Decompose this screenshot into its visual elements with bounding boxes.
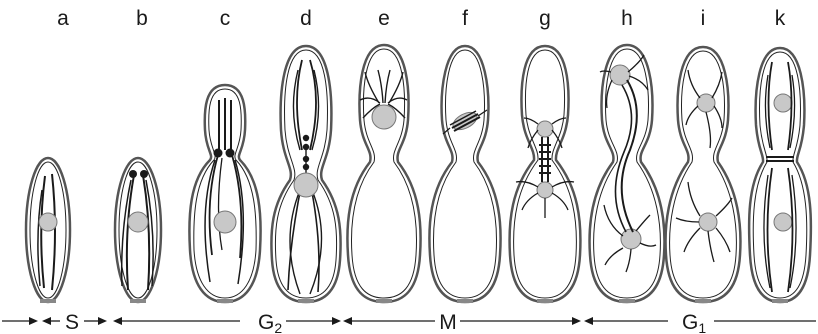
stage-label-d: d [300,7,312,30]
cell-k [749,48,811,303]
cell-f [429,46,500,303]
nucleus [294,173,318,197]
nucleus-lower [537,182,553,198]
basal-body [226,149,235,158]
stage-label-f: f [462,7,468,30]
cell-e [347,45,420,303]
stage-label-e: e [378,7,390,30]
phase-label-m: M [439,311,457,334]
phase-label-s: S [65,311,79,334]
stage-label-k: k [775,7,786,30]
cell-g [510,46,581,303]
stage-label-i: i [701,7,706,30]
basal-body [214,149,223,158]
stage-label-c: c [220,7,231,30]
nucleus-upper [774,94,792,112]
basal-body [129,170,137,178]
nucleus-lower [774,213,792,231]
nucleus-lower [699,213,717,231]
cell-i [666,47,741,303]
nucleus [214,211,236,233]
nucleus-upper [537,121,553,137]
nucleus [128,212,148,232]
phase-label-g2: G2 [258,311,282,334]
nucleus-upper [610,65,630,85]
stage-label-g: g [539,7,551,30]
stage-label-b: b [136,7,148,30]
cell-b [115,158,161,303]
cell-a [26,158,70,303]
basal-body [140,170,148,178]
nucleus [39,213,57,231]
cell-c [189,85,260,303]
stage-label-h: h [621,7,633,30]
stage-label-a: a [57,7,69,30]
phase-label-g1: G1 [682,311,706,334]
nucleus-lower [621,229,641,249]
cell-h [590,45,665,303]
cell-d [271,46,340,303]
nucleus [372,105,396,129]
